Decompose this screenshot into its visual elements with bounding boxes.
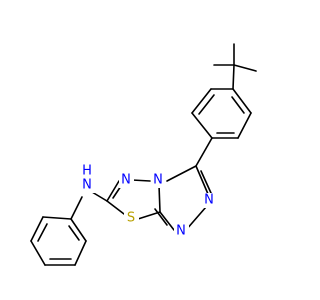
bond-tbu-ring — [232, 64, 235, 90]
bond-c3-n2-double — [200, 170, 212, 194]
n4-bridge-label: N — [153, 173, 163, 188]
molecule-structure: N H N N N N S — [30, 43, 257, 266]
bond-n4-c3 — [166, 165, 197, 182]
bond-n1-c7a — [159, 211, 175, 231]
nh-hydrogen-label: H — [82, 164, 92, 179]
bond-aryl-inner-3 — [231, 96, 245, 114]
bond-s-c6 — [106, 200, 125, 215]
triazolothiadiazole-core — [106, 165, 212, 231]
bond-ph-2 — [30, 216, 44, 242]
bond-c6-nh — [91, 191, 108, 202]
bond-ph-3 — [30, 240, 46, 266]
bond-ph-inner-3 — [68, 225, 80, 241]
nh-nitrogen-label: N — [82, 178, 92, 193]
bond-c7a-s — [137, 211, 161, 220]
bond-aryl-5 — [237, 112, 252, 139]
bond-n5-n4 — [131, 179, 151, 182]
bond-aryl-3 — [191, 112, 213, 139]
molecule-canvas: N H N N N N S — [30, 43, 257, 266]
tert-butyl-group — [213, 43, 257, 90]
atom-labels: N H N N N N S — [78, 164, 217, 239]
bond-n2-n1 — [185, 206, 207, 231]
bond-c3-n2 — [195, 165, 209, 195]
bond-aryl-triazole — [195, 137, 213, 167]
sulfur-label: S — [127, 211, 135, 226]
bond-aryl-2 — [191, 88, 212, 114]
bond-n1-c7a-double — [154, 208, 168, 226]
n2-label: N — [204, 193, 214, 208]
bond-aryl-inner-1 — [198, 94, 215, 115]
n1-label: N — [176, 224, 186, 239]
bond-tbu-right — [233, 64, 257, 72]
bond-c7a-n4 — [158, 184, 161, 213]
bond-aryl-6 — [232, 88, 252, 114]
bond-ph-1 — [42, 216, 72, 220]
bond-ph-inner-1 — [37, 223, 48, 242]
phenyl-ring — [30, 216, 87, 266]
n5-label: N — [121, 173, 131, 188]
para-phenylene-ring — [191, 88, 252, 139]
bond-nh-phenyl — [70, 196, 83, 220]
bond-ph-6 — [70, 218, 87, 242]
bond-ph-5 — [74, 240, 87, 266]
bond-c6-n5 — [106, 180, 120, 202]
